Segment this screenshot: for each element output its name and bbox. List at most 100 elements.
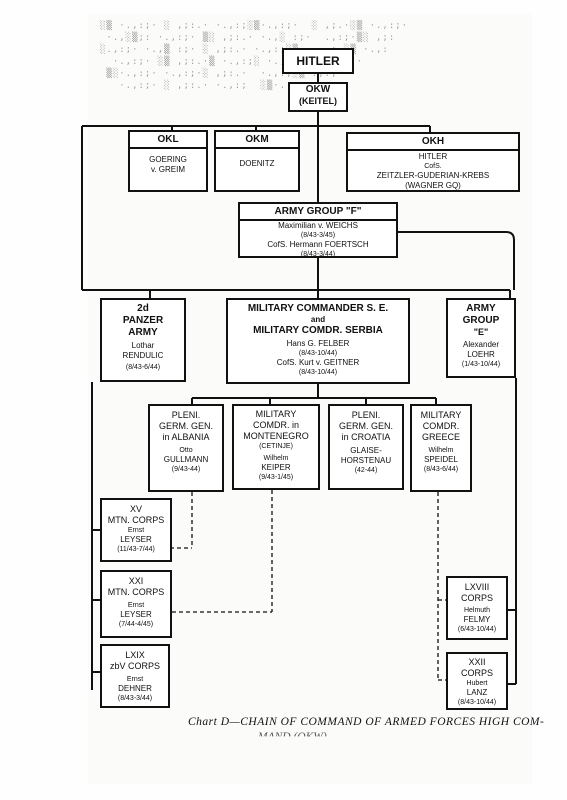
milse-title2: and xyxy=(310,315,326,324)
box-xxii-corps: XXII CORPS Hubert LANZ (8/43-10/44) xyxy=(446,652,508,710)
okh-line4: (WAGNER GQ) xyxy=(405,181,461,190)
age-title3: "E" xyxy=(473,327,489,337)
age-line2: LOEHR xyxy=(467,350,495,359)
lxix-title2: zbV CORPS xyxy=(109,661,160,671)
box-hitler: HITLER xyxy=(282,48,354,74)
okw-title: OKW xyxy=(305,84,331,95)
box-montenegro: MILITARY COMDR. in MONTENEGRO (CETINJE) … xyxy=(232,404,320,490)
milse-title3: MILITARY COMDR. SERBIA xyxy=(253,325,383,336)
milse-line1: Hans G. FELBER xyxy=(286,339,350,348)
okh-line3: ZEITZLER-GUDERIAN-KREBS xyxy=(376,171,490,180)
box-xv-mtn-corps: XV MTN. CORPS Ernst LEYSER (11/43-7/44) xyxy=(100,498,172,562)
montenegro-line1: Wilhelm xyxy=(263,455,289,462)
xxii-line3: (8/43-10/44) xyxy=(457,699,497,706)
xxi-line2: LEYSER xyxy=(120,610,152,619)
box-lxviii-corps: LXVIII CORPS Helmuth FELMY (6/43-10/44) xyxy=(446,576,508,640)
montenegro-line2: KEIPER xyxy=(261,463,291,472)
okh-title: OKH xyxy=(348,134,518,151)
age-line1: Alexander xyxy=(462,340,500,349)
agf-line4: (8/43-3/44) xyxy=(300,251,336,258)
lxviii-title2: CORPS xyxy=(460,593,493,603)
box-okm: OKM DOENITZ xyxy=(214,130,300,192)
xxi-title2: MTN. CORPS xyxy=(107,587,165,597)
okm-line1: DOENITZ xyxy=(239,159,275,168)
panzer-title2: PANZER xyxy=(122,315,164,326)
montenegro-title4: (CETINJE) xyxy=(259,443,293,450)
croatia-title2: GERM. GEN. xyxy=(338,421,393,431)
xxi-title1: XXI xyxy=(128,576,144,586)
box-army-group-f: ARMY GROUP "F" Maximilian v. WEICHS (8/4… xyxy=(238,202,398,258)
agf-title: ARMY GROUP "F" xyxy=(240,204,396,221)
croatia-line1: GLAISE- xyxy=(350,446,382,455)
panzer-line1: Lothar xyxy=(131,341,155,350)
age-title2: GROUP xyxy=(462,315,500,326)
okl-line1: GOERING xyxy=(149,155,187,164)
xxii-line2: LANZ xyxy=(466,688,488,697)
milse-line3: CofS. Kurt v. GEITNER xyxy=(276,358,360,367)
box-okl: OKL GOERING v. GREIM xyxy=(128,130,208,192)
greece-title1: MILITARY xyxy=(420,410,462,420)
box-albania: PLENI. GERM. GEN. in ALBANIA Otto GULLMA… xyxy=(148,404,224,492)
okm-title: OKM xyxy=(216,132,298,149)
montenegro-line3: (9/43-1/45) xyxy=(258,474,294,481)
panzer-title3: ARMY xyxy=(128,327,158,338)
agf-line1: Maximilian v. WEICHS xyxy=(278,221,358,230)
chart-caption: Chart D—CHAIN OF COMMAND OF ARMED FORCES… xyxy=(188,716,545,728)
greece-line3: (8/43-6/44) xyxy=(423,466,459,473)
lxviii-line3: (6/43-10/44) xyxy=(457,626,497,633)
box-okh: OKH HITLER CofS. ZEITZLER-GUDERIAN-KREBS… xyxy=(346,132,520,192)
lxviii-title1: LXVIII xyxy=(464,582,490,592)
albania-line2: GULLMANN xyxy=(163,455,209,464)
xv-title1: XV xyxy=(129,504,142,514)
box-2d-panzer-army: 2d PANZER ARMY Lothar RENDULIC (8/43-6/4… xyxy=(100,298,186,382)
xv-line3: (11/43-7/44) xyxy=(117,546,155,553)
milse-line2: (8/43-10/44) xyxy=(298,350,338,357)
albania-title1: PLENI. xyxy=(171,410,201,420)
albania-title3: in ALBANIA xyxy=(162,432,210,442)
okl-title: OKL xyxy=(130,132,206,149)
box-croatia: PLENI. GERM. GEN. in CROATIA GLAISE- HOR… xyxy=(328,404,404,490)
albania-line3: (9/43-44) xyxy=(171,466,201,473)
lxix-title1: LXIX xyxy=(125,650,145,660)
okl-line2: v. GREIM xyxy=(150,165,186,174)
box-military-commander-se: MILITARY COMMANDER S. E. and MILITARY CO… xyxy=(226,298,410,384)
lxix-line2: DEHNER xyxy=(118,684,152,693)
panzer-title1: 2d xyxy=(137,303,149,314)
greece-line2: SPEIDEL xyxy=(424,455,458,464)
milse-title1: MILITARY COMMANDER S. E. xyxy=(247,303,389,314)
montenegro-title2: COMDR. in xyxy=(252,420,299,430)
panzer-line3: (8/43-6/44) xyxy=(125,364,161,371)
croatia-line2: HORSTENAU xyxy=(340,456,392,465)
albania-title2: GERM. GEN. xyxy=(158,421,213,431)
greece-title3: GREECE xyxy=(421,432,460,442)
xxi-line1: Ernst xyxy=(127,602,145,609)
lxix-line1: Ernst xyxy=(126,676,144,683)
okh-line1: HITLER xyxy=(418,152,448,161)
croatia-title3: in CROATIA xyxy=(341,432,391,442)
xv-line2: LEYSER xyxy=(120,535,152,544)
xv-line1: Ernst xyxy=(127,527,145,534)
agf-line3: CofS. Hermann FOERTSCH xyxy=(267,240,369,249)
lxviii-line2: FELMY xyxy=(463,615,491,624)
albania-line1: Otto xyxy=(179,447,193,454)
xxii-title1: XXII xyxy=(468,657,486,667)
xxii-title2: CORPS xyxy=(460,668,493,678)
box-greece: MILITARY COMDR. GREECE Wilhelm SPEIDEL (… xyxy=(410,404,472,492)
okw-sub: (KEITEL) xyxy=(299,96,337,106)
box-army-group-e: ARMY GROUP "E" Alexander LOEHR (1/43-10/… xyxy=(446,298,516,378)
milse-line4: (8/43-10/44) xyxy=(298,369,338,376)
box-lxix-zbv-corps: LXIX zbV CORPS Ernst DEHNER (8/43-3/44) xyxy=(100,644,170,708)
box-okw: OKW (KEITEL) xyxy=(288,82,348,112)
greece-title2: COMDR. xyxy=(422,421,460,431)
agf-line2: (8/43-3/45) xyxy=(300,232,336,239)
xxi-line3: (7/44-4/45) xyxy=(118,621,154,628)
montenegro-title3: MONTENEGRO xyxy=(243,431,309,441)
montenegro-title1: MILITARY xyxy=(255,409,297,419)
croatia-line3: (42-44) xyxy=(354,467,378,474)
xv-title2: MTN. CORPS xyxy=(107,515,165,525)
hitler-title: HITLER xyxy=(296,54,340,68)
box-xxi-mtn-corps: XXI MTN. CORPS Ernst LEYSER (7/44-4/45) xyxy=(100,570,172,638)
xxii-line1: Hubert xyxy=(466,680,488,687)
